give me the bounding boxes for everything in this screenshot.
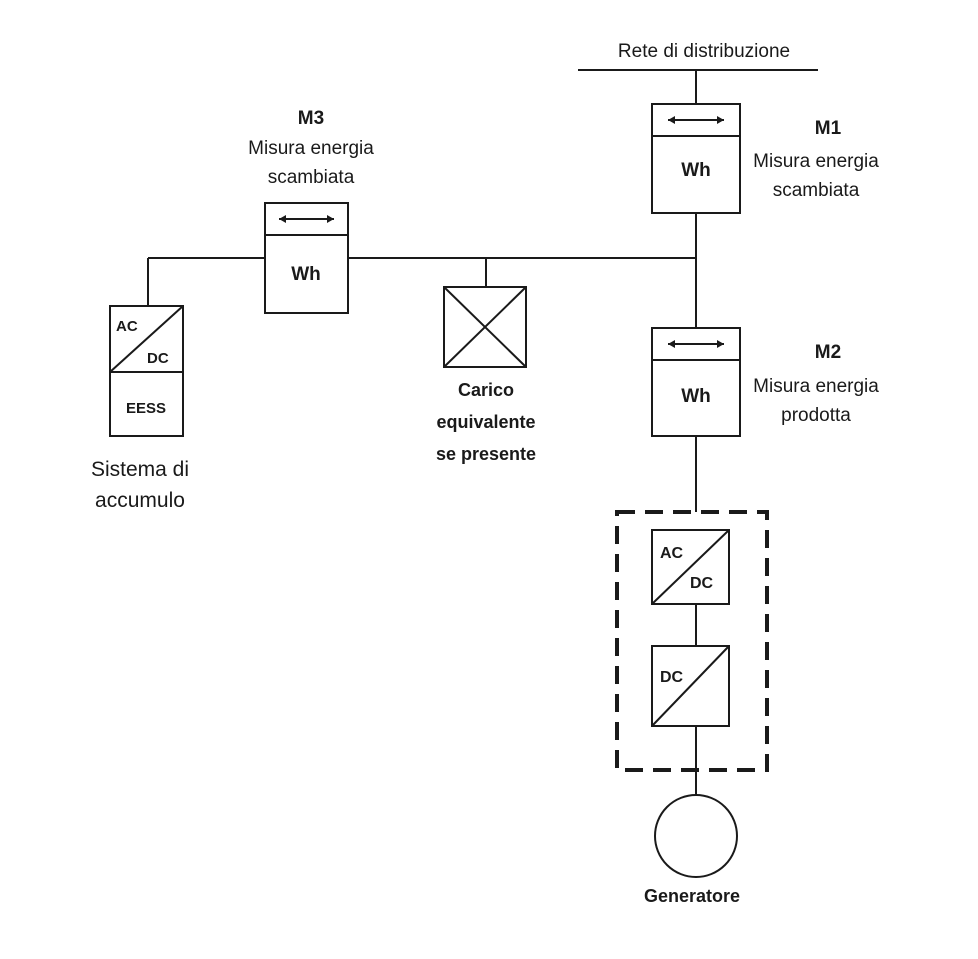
meter-m1-desc-line1: Misura energia [753,151,879,172]
storage-caption-line1: Sistema di [91,458,189,481]
meter-m2-desc-line1: Misura energia [753,376,879,397]
inverter-group: AC DC DC [615,510,769,772]
bidirectional-arrow-icon [279,215,334,223]
acdc-dc-label: DC [690,575,714,592]
storage-caption-line2: accumulo [95,489,185,512]
meter-m2-desc-line2: prodotta [781,405,851,426]
load-label-line3: se presente [436,444,536,464]
storage-converter-diagonal [109,305,184,373]
meter-m2: Wh M2 Misura energia prodotta [651,327,879,437]
meter-m1-box [651,103,741,214]
meter-m1-unit: Wh [681,160,711,181]
meter-m1: Wh M1 Misura energia scambiata [651,103,879,214]
equivalent-load: Carico equivalente se presente [436,286,536,464]
generator-label: Generatore [644,886,740,906]
generator: Generatore [644,794,740,906]
meter-m1-desc-line2: scambiata [773,180,860,201]
grid-label: Rete di distribuzione [618,41,790,62]
meter-m3-desc-line2: scambiata [268,167,355,188]
meter-m3-box [264,202,349,314]
bidirectional-arrow-icon [668,340,724,348]
meter-m3-code: M3 [298,108,324,129]
storage-system: AC DC EESS Sistema di accumulo [91,305,189,512]
load-label-line2: equivalente [436,412,535,432]
meter-m1-code: M1 [815,118,842,139]
dcdc-diagonal [651,645,730,727]
storage-ac-label: AC [116,318,138,335]
acdc-diagonal [651,529,730,605]
storage-dc-label: DC [147,350,169,367]
acdc-ac-label: AC [660,545,684,562]
load-label-line1: Carico [458,380,514,400]
meter-m2-code: M2 [815,342,841,363]
meter-m2-unit: Wh [681,386,711,407]
grid-connection: Rete di distribuzione [578,41,818,104]
meter-m3: Wh M3 Misura energia scambiata [248,108,374,314]
load-cross-icon [443,286,527,368]
generator-circle-icon [654,794,738,878]
bidirectional-arrow-icon [668,116,724,124]
dcdc-dc-label: DC [660,669,684,686]
meter-m2-box [651,327,741,437]
storage-eess-label: EESS [126,400,166,417]
meter-m3-desc-line1: Misura energia [248,138,374,159]
meter-m3-unit: Wh [291,264,321,285]
inverter-dashed-border [615,510,769,772]
